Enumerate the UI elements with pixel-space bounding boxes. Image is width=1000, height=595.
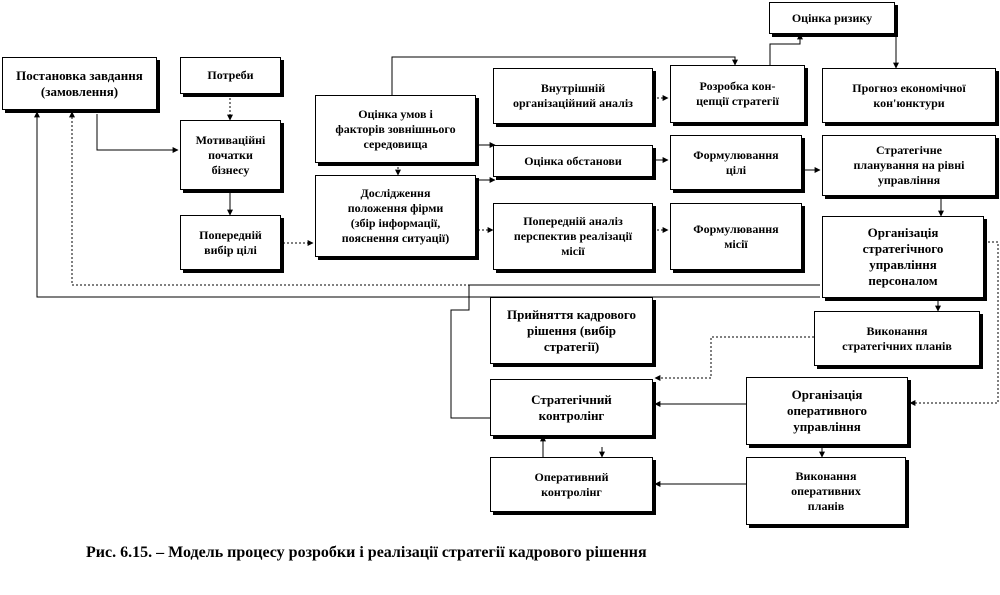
strategic-planning-box: Стратегічне планування на рівні управлін… (822, 135, 996, 196)
mission-analysis-box: Попередній аналіз перспектив реалізації … (493, 203, 653, 270)
strategic-hr-management-box: Організація стратегічного управління пер… (822, 216, 984, 298)
operational-controlling-box: Оперативний контролінг (490, 457, 653, 512)
economic-forecast-box: Прогноз економічної кон'юнктури (822, 68, 996, 123)
preliminary-goal-box: Попередній вибір цілі (180, 215, 281, 270)
strategic-controlling-box: Стратегічний контролінг (490, 379, 653, 436)
connector-ctrl-to-decision (450, 284, 820, 419)
business-motivation-box: Мотиваційні початки бізнесу (180, 120, 281, 190)
operational-plans-execution-box: Виконання оперативних планів (746, 457, 906, 525)
connector-decision-to-task (69, 111, 490, 286)
strategy-concept-box: Розробка кон- цепції стратегії (670, 65, 805, 123)
operational-management-box: Організація оперативного управління (746, 377, 908, 445)
connector-task-to-motiv (96, 114, 179, 153)
environment-assessment-box: Оцінка умов і факторів зовнішнього серед… (315, 95, 476, 163)
mission-formulation-box: Формулювання місії (670, 203, 802, 270)
situation-assessment-box: Оцінка обстанови (493, 145, 653, 177)
connector-concept-to-risk (769, 33, 803, 65)
strategic-plans-execution-box: Виконання стратегічних планів (814, 311, 980, 366)
risk-assessment-box: Оцінка ризику (769, 2, 895, 34)
connector-exec-to-ctrl (654, 336, 814, 381)
figure-caption: Рис. 6.15. – Модель процесу розробки і р… (86, 544, 647, 561)
internal-analysis-box: Внутрішній організаційний аналіз (493, 68, 653, 124)
connector-env-to-concept (391, 56, 738, 95)
hr-decision-box: Прийняття кадрового рішення (вибір страт… (490, 297, 653, 364)
firm-research-box: Дослідження положення фірми (збір інформ… (315, 175, 476, 257)
needs-box: Потреби (180, 57, 281, 94)
goal-formulation-box: Формулювання цілі (670, 135, 802, 190)
task-setting-box: Постановка завдання (замовлення) (2, 57, 157, 110)
